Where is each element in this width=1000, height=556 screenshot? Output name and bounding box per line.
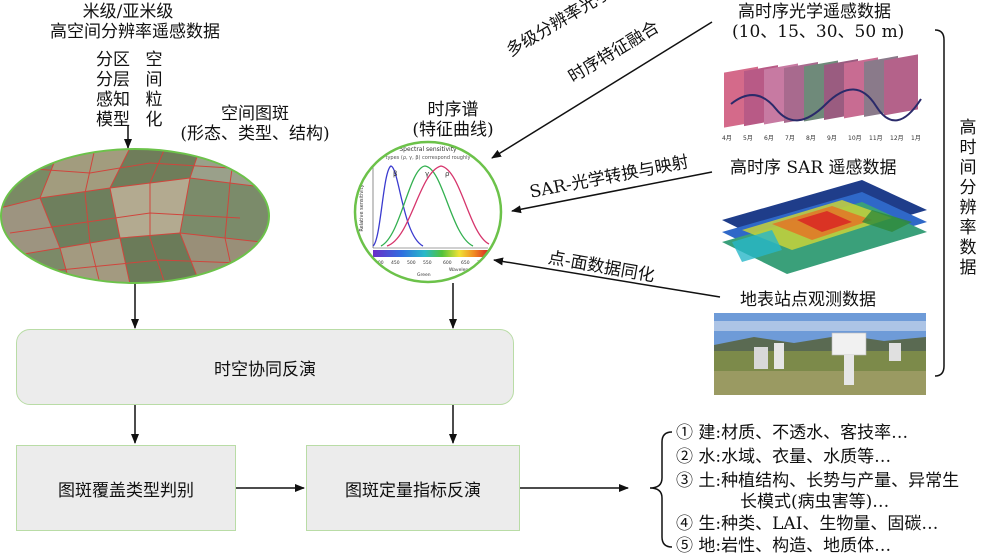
chart-title: Spectral sensitivity	[399, 146, 457, 153]
source-title-line1: 米级/亚米级	[82, 2, 174, 22]
spectrum-bar	[373, 250, 488, 257]
month-8: 12月	[890, 135, 904, 142]
month-5: 9月	[827, 135, 837, 142]
outputs-brace	[649, 431, 673, 548]
tick-500: 500	[407, 260, 416, 266]
curve-gamma	[380, 165, 474, 247]
spatial-patch-image	[0, 148, 270, 284]
spectrum-label-line2: (特征曲线)	[412, 120, 494, 140]
method-col-1: 分区分层感知模型	[96, 50, 130, 130]
patch-label-line2: (形态、类型、结构)	[180, 124, 330, 144]
right-bracket	[934, 29, 945, 377]
month-1: 5月	[743, 135, 753, 142]
patch-label-line1: 空间图斑	[221, 104, 289, 124]
station-photo	[714, 313, 926, 395]
spectrum-label-line1: 时序谱	[427, 100, 479, 120]
curve-label-beta: β	[393, 170, 397, 178]
arrow-point-assimilation	[493, 257, 721, 298]
optical-timeseries-image: 4月 5月 6月 7月 8月 9月 10月 11月 12月 1月	[716, 54, 931, 144]
bracket-label: 高时间分辨率数据	[959, 118, 977, 278]
inversion-box: 时空协同反演	[16, 329, 514, 405]
output-item-2: ② 水:水域、衣量、水质等…	[676, 447, 892, 467]
arrow-optical-fusion	[491, 21, 713, 159]
month-6: 10月	[848, 135, 862, 142]
quantitative-box: 图斑定量指标反演	[306, 445, 520, 531]
month-0: 4月	[722, 135, 732, 142]
month-3: 7月	[785, 135, 795, 142]
month-2: 6月	[764, 135, 774, 142]
tick-450: 450	[391, 260, 400, 266]
output-item-3: ③ 土:种植结构、长势与产量、异常生	[676, 471, 960, 491]
month-7: 11月	[869, 135, 883, 142]
month-9: 1月	[911, 135, 921, 142]
output-item-3b: 长模式(病虫害等)…	[740, 492, 890, 512]
tick-600: 600	[443, 260, 452, 266]
spectral-curve-chart: Spectral sensitivity types (ρ, γ, β) cor…	[353, 140, 503, 284]
tick-550: 550	[423, 260, 432, 266]
chart-ylabel: Relative sensitivity	[359, 184, 365, 231]
curve-rho	[386, 165, 490, 247]
optical-resolution: (10、15、30、50 m)	[732, 22, 905, 42]
curve-label-gamma: γ	[425, 170, 429, 178]
sar-timeseries-image	[722, 180, 927, 274]
output-item-4: ④ 生:种类、LAI、生物量、固碳…	[676, 514, 939, 534]
station-title: 地表站点观测数据	[740, 290, 876, 310]
sar-title: 高时序 SAR 遥感数据	[730, 158, 897, 178]
curve-beta	[372, 165, 424, 247]
optical-title: 高时序光学遥感数据	[738, 2, 891, 22]
curve-label-rho: ρ	[445, 170, 450, 178]
chart-subtitle: types (ρ, γ, β) correspond roughly	[386, 155, 471, 161]
chart-bottom-label: Green	[417, 272, 431, 278]
method-col-2: 空间粒化	[145, 50, 163, 130]
month-4: 8月	[806, 135, 816, 142]
source-title-line2: 高空间分辨率遥感数据	[50, 22, 220, 42]
tick-650: 650	[461, 260, 470, 266]
output-item-1: ① 建:材质、不透水、客技率…	[676, 423, 909, 443]
arrow-sar-mapping	[511, 171, 713, 214]
output-item-5: ⑤ 地:岩性、构造、地质体…	[676, 536, 892, 556]
classification-box: 图斑覆盖类型判别	[16, 445, 236, 531]
